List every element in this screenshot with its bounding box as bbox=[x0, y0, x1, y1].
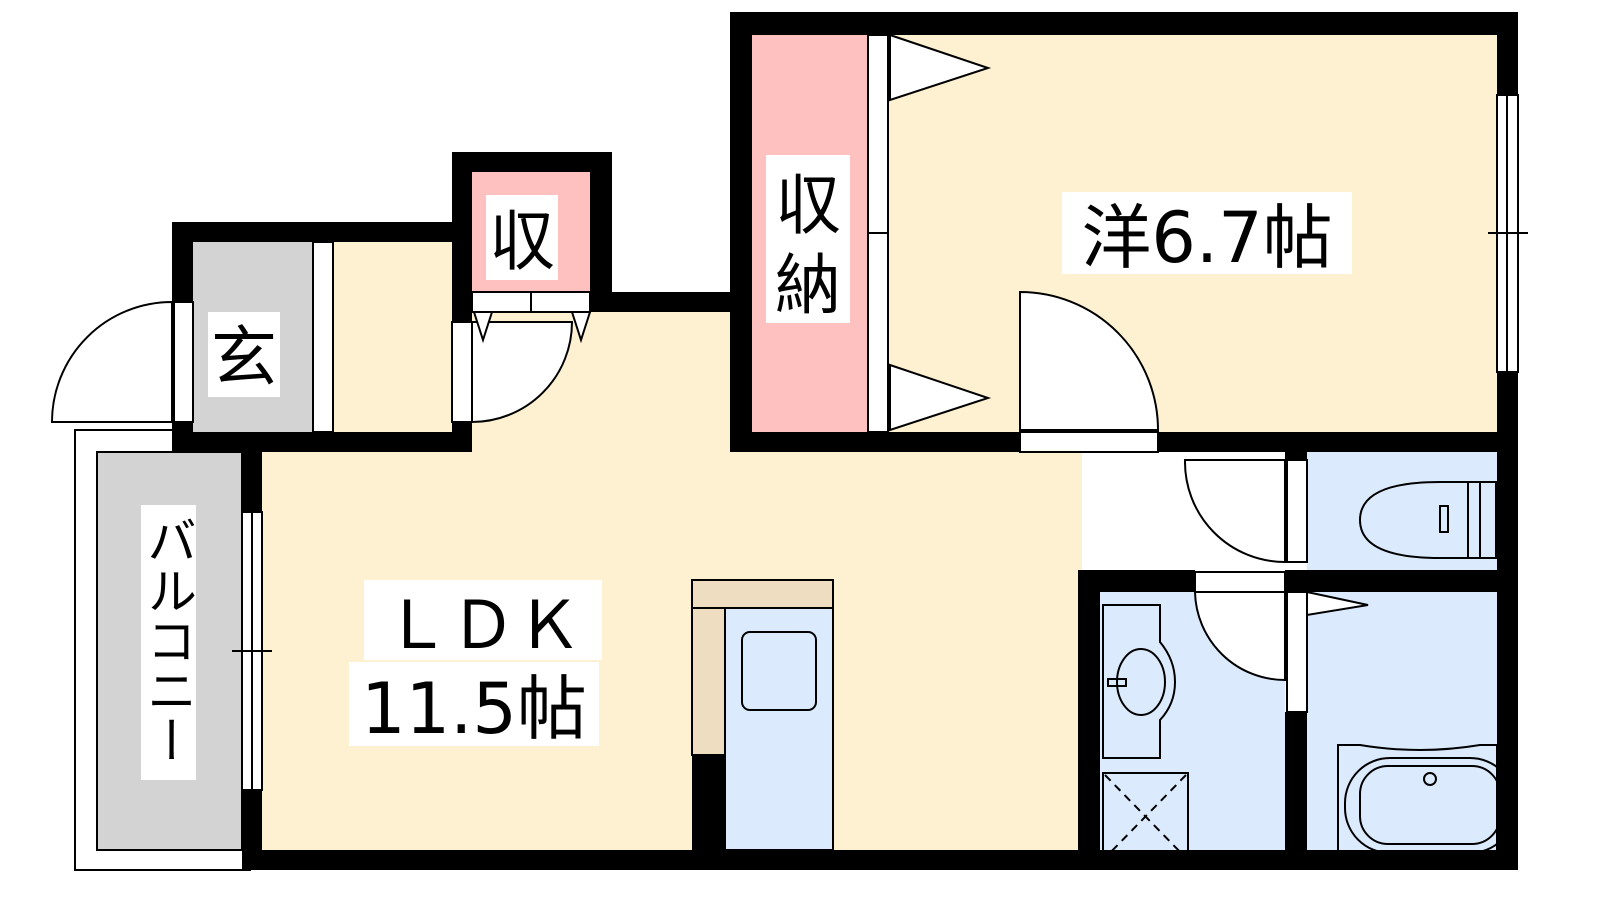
door-swing-icon bbox=[889, 363, 992, 432]
sink-icon bbox=[741, 631, 817, 711]
front-door[interactable] bbox=[50, 300, 173, 423]
wall bbox=[692, 755, 725, 850]
bathtub-icon bbox=[1337, 744, 1516, 863]
kitchen-counter bbox=[691, 579, 834, 609]
bathroom bbox=[1307, 592, 1497, 850]
hallway-floor bbox=[333, 242, 453, 434]
balcony-label: バルコニー bbox=[139, 515, 197, 765]
entrance-label: 玄 bbox=[211, 319, 277, 396]
washroom-door-frame bbox=[1194, 571, 1286, 593]
small-closet-label: 収 bbox=[489, 203, 555, 280]
kitchen-side-counter bbox=[691, 607, 726, 756]
walls bbox=[172, 12, 1518, 870]
ldk-label: ＬＤＫ bbox=[384, 587, 582, 664]
toilet-room bbox=[1307, 452, 1497, 570]
entrance-step bbox=[312, 241, 334, 433]
ldk-entry-door[interactable] bbox=[471, 321, 574, 424]
ldk-size-label: 11.5帖 bbox=[361, 668, 587, 750]
large-closet-label-1: 収 bbox=[775, 167, 841, 244]
toilet-door[interactable] bbox=[1183, 459, 1286, 564]
door-swing-icon bbox=[889, 33, 992, 102]
bath-door[interactable] bbox=[1286, 591, 1308, 713]
western-room-door[interactable] bbox=[1019, 290, 1160, 431]
washing-machine-pan bbox=[1102, 772, 1189, 861]
washroom-door[interactable] bbox=[1193, 591, 1286, 682]
western-room-label: 洋6.7帖 bbox=[1081, 197, 1332, 279]
toilet-icon bbox=[1358, 481, 1497, 559]
large-closet-label-2: 納 bbox=[775, 247, 841, 324]
washbasin-icon bbox=[1102, 604, 1177, 759]
